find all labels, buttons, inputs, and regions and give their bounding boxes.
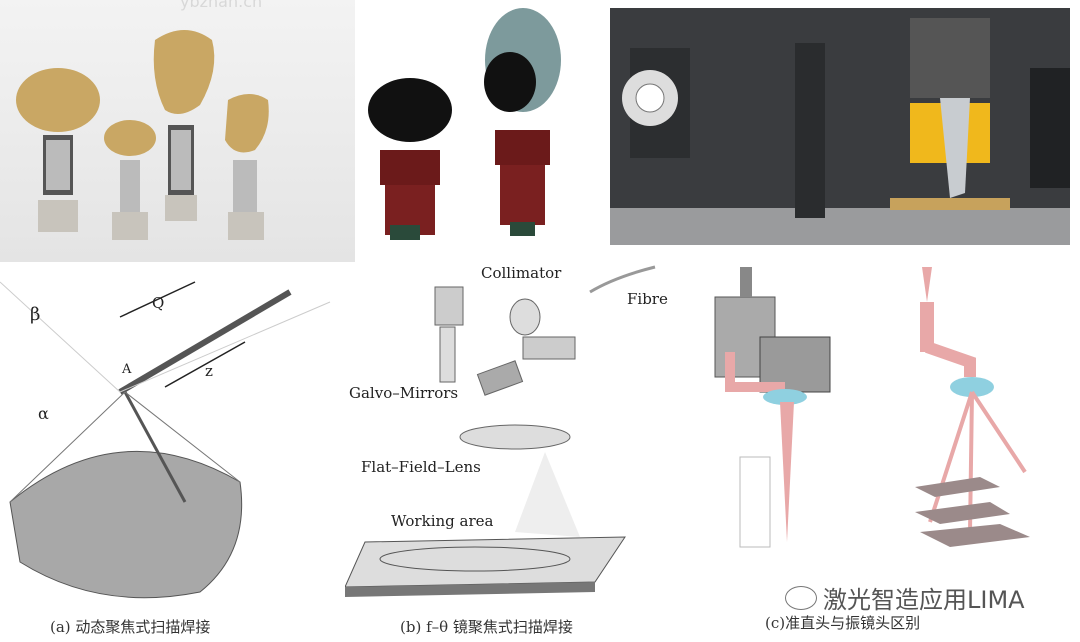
label-a: A — [122, 362, 132, 377]
label-collimator: Collimator — [481, 264, 562, 282]
diagram-dynamic-focus-scanning: β α Q z A — [0, 262, 345, 602]
label-galvo-mirrors: Galvo–Mirrors — [349, 384, 459, 402]
heads-comparison-drawing — [714, 267, 1030, 548]
photo-scan-head-machine — [610, 8, 1070, 245]
machine-illustration — [610, 18, 1070, 245]
dynamic-focus-drawing — [0, 281, 331, 599]
gold-mirrors-illustration — [16, 30, 269, 240]
black-mirrors-illustration — [368, 8, 561, 240]
label-beta: β — [30, 304, 41, 325]
label-working-area: Working area — [391, 512, 494, 530]
caption-c: (c)准直头与振镜头区别 — [765, 614, 921, 632]
diagram-f-theta-scanning: Collimator Fibre Galvo–Mirrors Flat–Fiel… — [345, 262, 690, 602]
label-alpha: α — [38, 404, 49, 423]
label-q: Q — [152, 294, 165, 312]
wechat-watermark: 激光智造应用LIMA — [785, 580, 1025, 615]
photo-black-mirrors — [355, 0, 600, 262]
label-fibre: Fibre — [627, 290, 668, 308]
watermark-text: 激光智造应用LIMA — [823, 586, 1025, 614]
caption-b: (b) f–θ 镜聚焦式扫描焊接 — [400, 618, 573, 636]
wechat-icon — [785, 585, 817, 610]
label-z: z — [205, 362, 213, 380]
diagram-collimator-vs-galvo-head — [700, 262, 1070, 582]
photo-watermark: ybzhan.cn — [180, 0, 263, 11]
caption-a: (a) 动态聚焦式扫描焊接 — [50, 618, 211, 636]
f-theta-drawing — [345, 265, 656, 597]
photo-gold-mirrors: ybzhan.cn — [0, 0, 355, 262]
label-flat-field-lens: Flat–Field–Lens — [361, 458, 481, 476]
